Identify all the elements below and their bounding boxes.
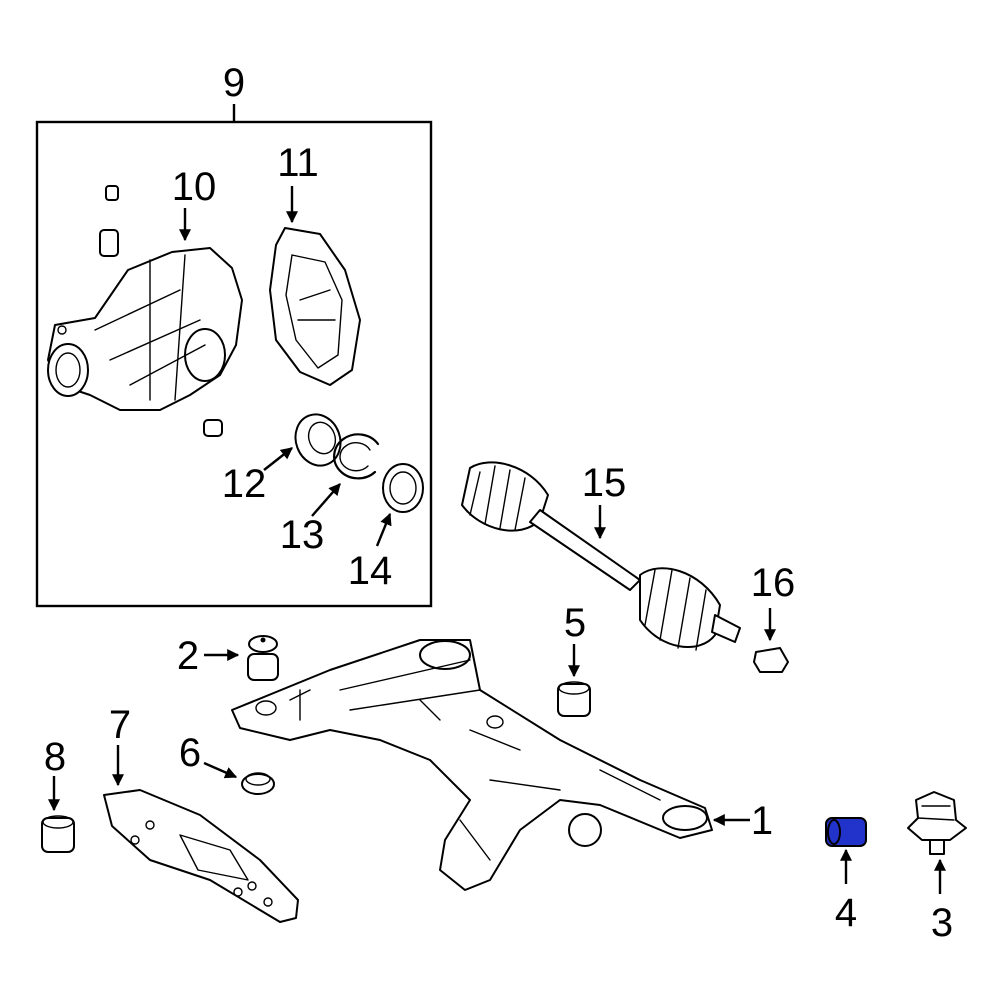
part-14-seal[interactable] bbox=[382, 463, 424, 513]
callout-9[interactable]: 9 bbox=[223, 61, 245, 105]
callout-15[interactable]: 15 bbox=[582, 461, 627, 505]
callout-10[interactable]: 10 bbox=[172, 165, 217, 209]
part-10-differential-housing[interactable] bbox=[47, 185, 243, 437]
leader-6 bbox=[203, 761, 238, 779]
part-7-shield-plate[interactable] bbox=[103, 789, 299, 923]
part-8-cap[interactable] bbox=[41, 815, 75, 853]
callout-12[interactable]: 12 bbox=[222, 462, 267, 506]
part-16-nut[interactable] bbox=[753, 647, 789, 673]
part-6-plug[interactable] bbox=[241, 772, 275, 795]
callout-8[interactable]: 8 bbox=[44, 735, 66, 779]
leader-12 bbox=[263, 447, 293, 471]
part-1-subframe[interactable] bbox=[231, 639, 713, 891]
part-12-bearing[interactable] bbox=[288, 408, 347, 472]
callout-3[interactable]: 3 bbox=[931, 901, 953, 945]
part-15-axle-shaft[interactable] bbox=[461, 461, 741, 651]
leader-13 bbox=[311, 483, 341, 517]
part-4-bushing-highlighted[interactable] bbox=[825, 817, 867, 847]
part-3-mount[interactable] bbox=[907, 791, 967, 855]
callout-14[interactable]: 14 bbox=[348, 549, 393, 593]
callout-13[interactable]: 13 bbox=[280, 513, 325, 557]
callout-16[interactable]: 16 bbox=[751, 561, 796, 605]
part-11-cover[interactable] bbox=[269, 227, 361, 386]
callout-5[interactable]: 5 bbox=[564, 601, 586, 645]
part-2-mount[interactable] bbox=[247, 635, 279, 681]
callout-6[interactable]: 6 bbox=[179, 731, 201, 775]
leader-14 bbox=[375, 512, 392, 547]
callout-7[interactable]: 7 bbox=[109, 703, 131, 747]
callout-11[interactable]: 11 bbox=[277, 141, 319, 185]
callout-2[interactable]: 2 bbox=[177, 634, 199, 678]
callout-1[interactable]: 1 bbox=[751, 799, 773, 843]
part-13-snap-ring[interactable] bbox=[333, 433, 380, 480]
part-5-bushing[interactable] bbox=[557, 681, 591, 717]
callout-4[interactable]: 4 bbox=[835, 891, 857, 935]
